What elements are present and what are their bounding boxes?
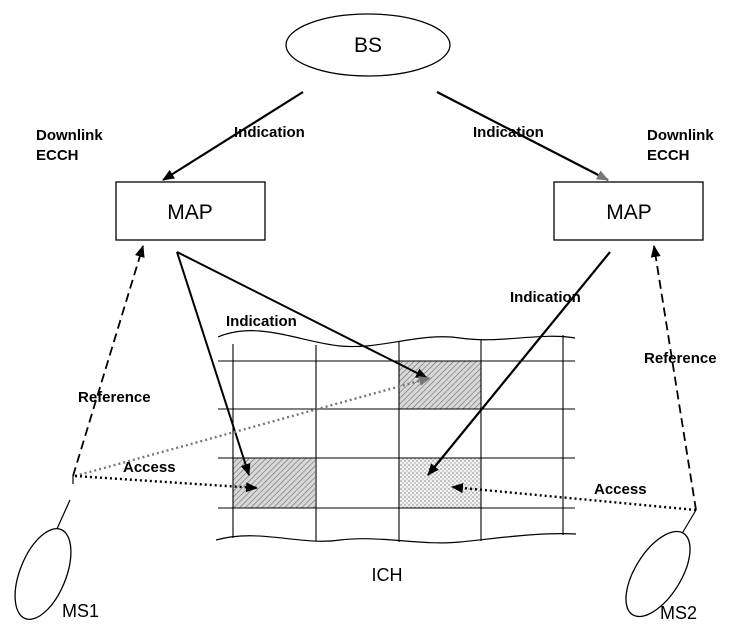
reference-label-right: Reference — [644, 350, 717, 367]
ecch-label-left: ECCH — [36, 147, 79, 164]
map-label-right: MAP — [606, 201, 652, 224]
allocated-cell-upper — [399, 361, 481, 409]
ich-label: ICH — [372, 565, 403, 585]
reference-arrows — [72, 245, 697, 511]
bs-label: BS — [354, 34, 382, 57]
ich-grid — [215, 330, 577, 544]
allocated-cell-ms2 — [399, 458, 481, 508]
ms2-node: MS2 — [625, 509, 697, 623]
map-to-ich-arrows — [176, 251, 611, 476]
downlink-label-left: Downlink — [36, 127, 103, 144]
indication-label-map-left: Indication — [226, 313, 297, 330]
ecch-label-right: ECCH — [647, 147, 690, 164]
map-label-left: MAP — [167, 201, 213, 224]
indication-label-map-right: Indication — [510, 289, 581, 306]
bs-to-map-arrows — [162, 91, 609, 181]
reference-label-left: Reference — [78, 389, 151, 406]
access-arrows — [74, 376, 697, 512]
map-node-left: MAP — [115, 181, 266, 241]
indication-label-bs-right: Indication — [473, 124, 544, 141]
ms1-node: MS1 — [14, 476, 99, 621]
ms2-label: MS2 — [660, 603, 697, 623]
bs-node: BS — [285, 13, 451, 77]
grid-top-edge — [217, 330, 576, 348]
access-label-right: Access — [594, 481, 647, 498]
downlink-label-right: Downlink — [647, 127, 714, 144]
grid-bottom-edge — [215, 533, 577, 544]
access-label-left: Access — [123, 459, 176, 476]
indication-label-bs-left: Indication — [234, 124, 305, 141]
map-node-right: MAP — [553, 181, 704, 241]
ms1-label: MS1 — [62, 601, 99, 621]
